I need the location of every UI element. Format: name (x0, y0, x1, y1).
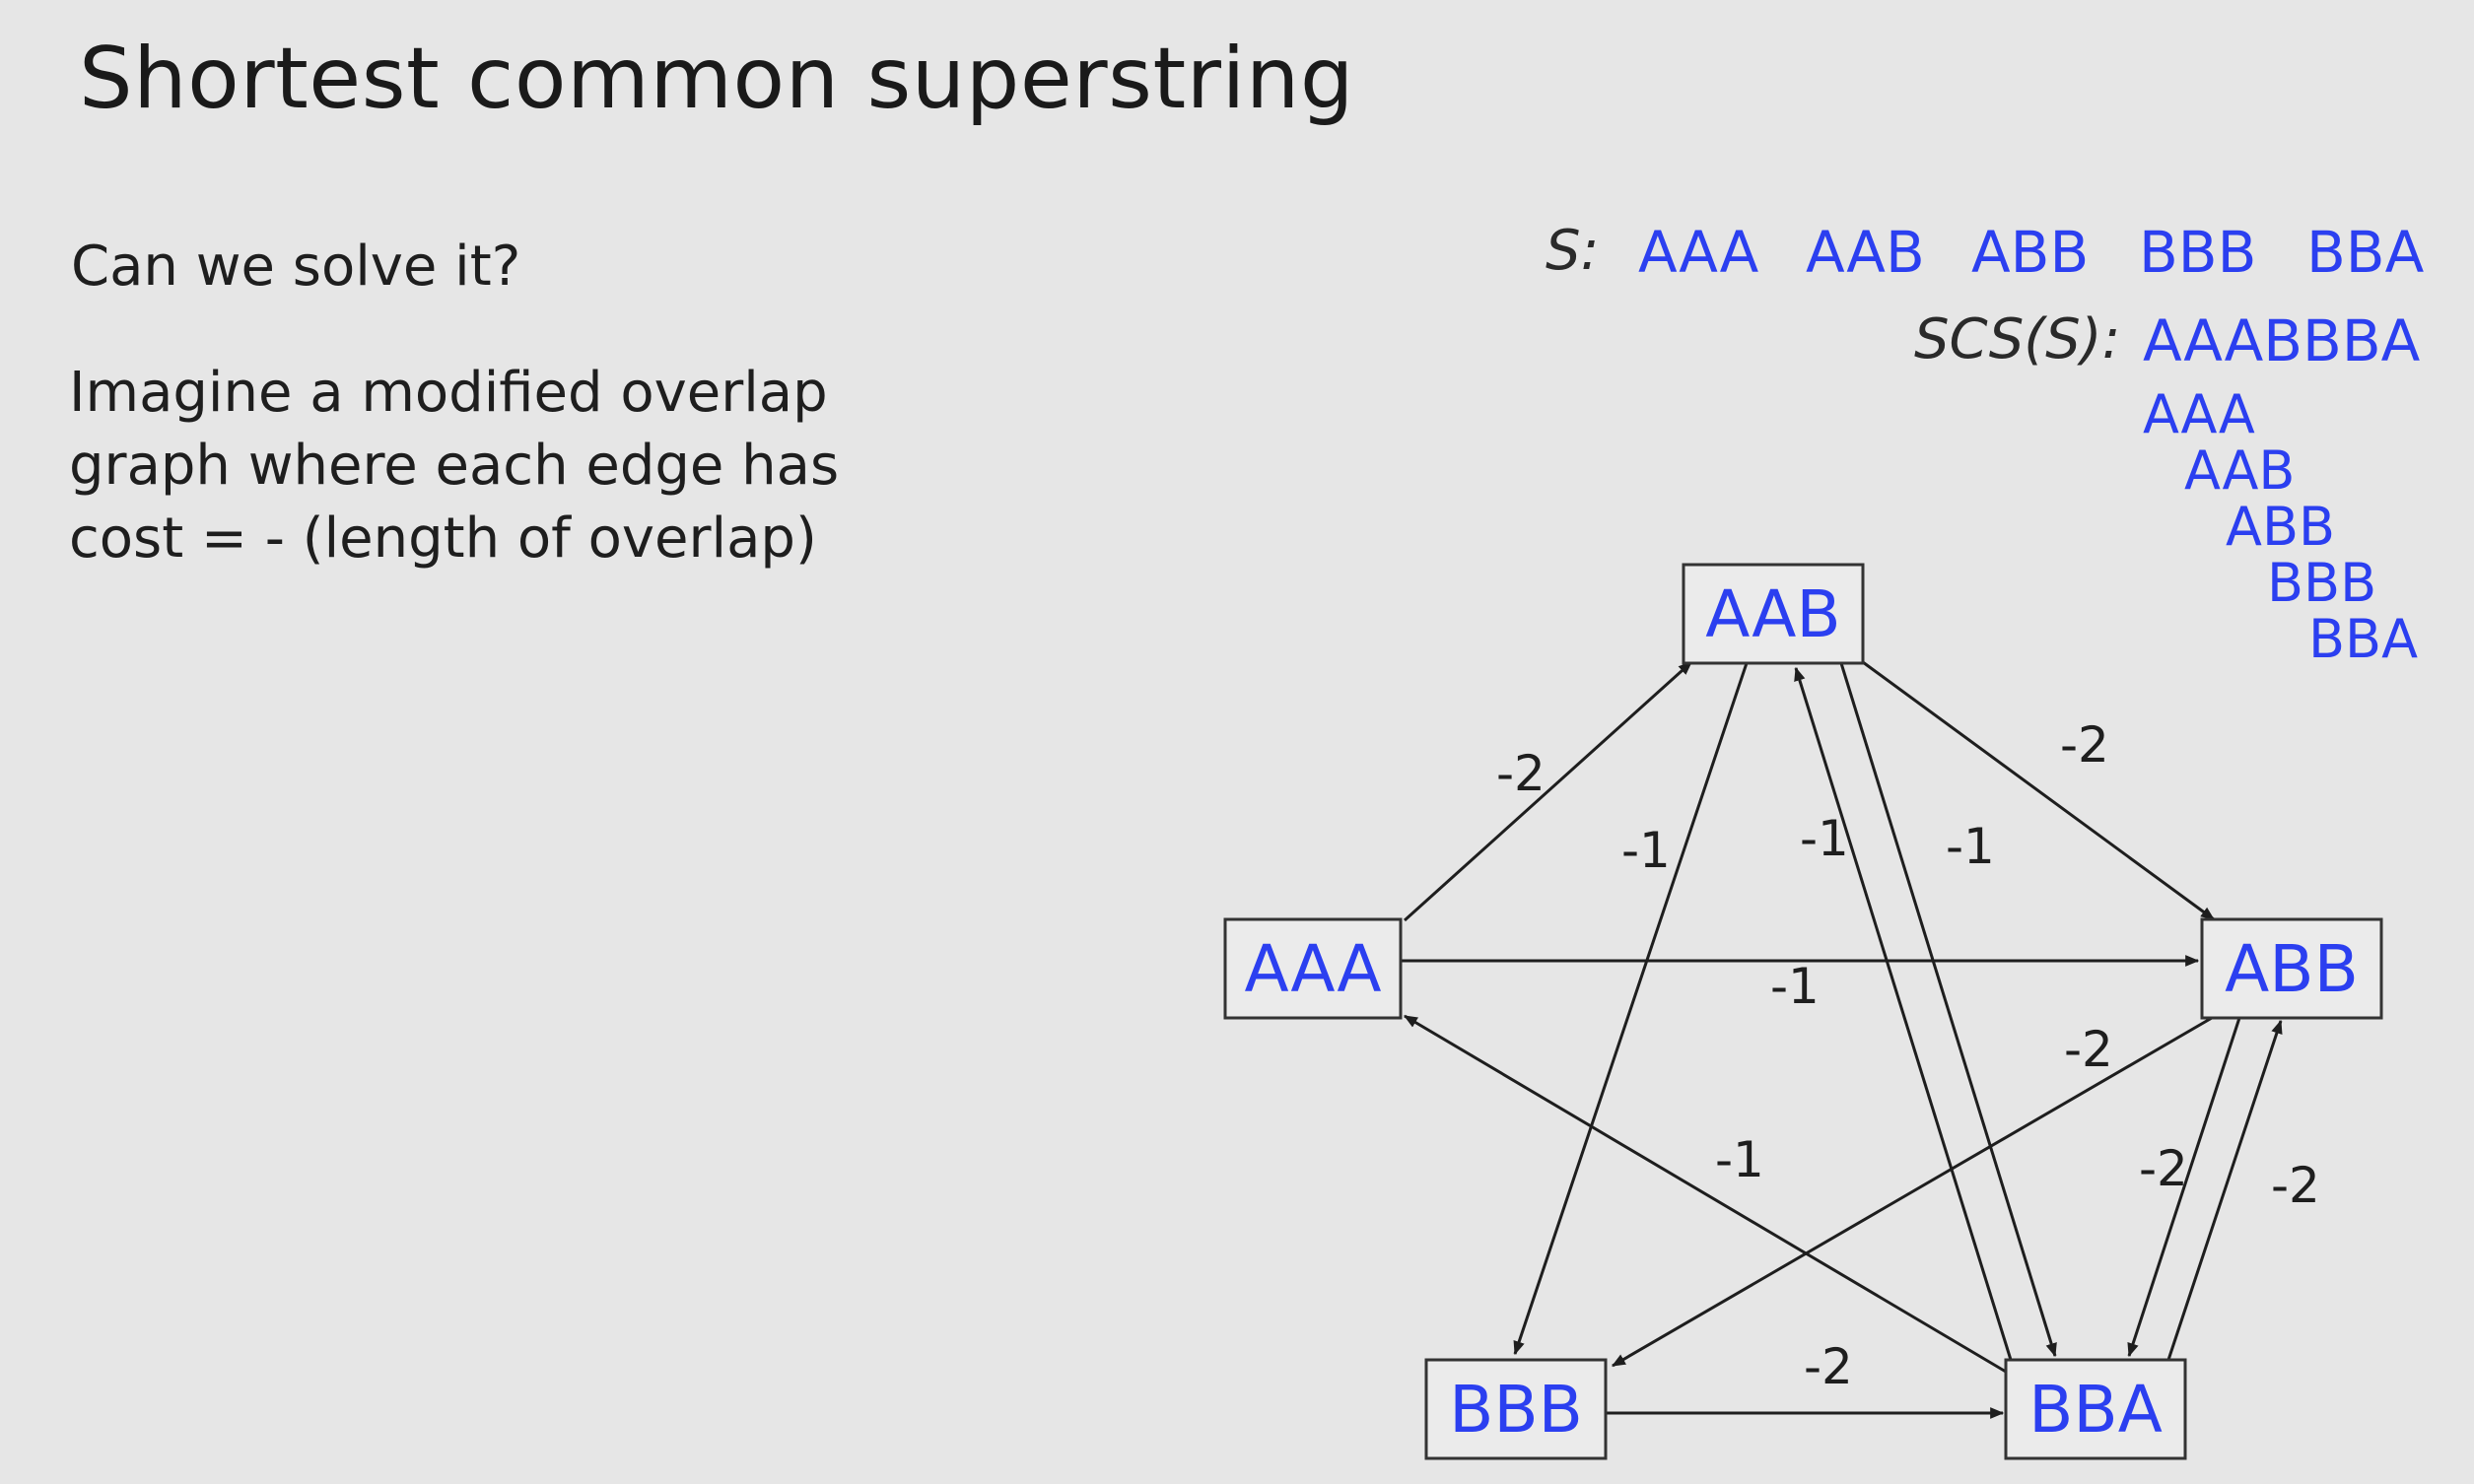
node-box (1223, 917, 1403, 1020)
question-text: Can we solve it? (71, 235, 521, 299)
edge-label: -1 (1946, 818, 1995, 875)
node-bbb: BBB (1424, 1358, 1608, 1460)
node-aab: AAB (1682, 563, 1865, 665)
alignment-row: BBA (2308, 608, 2419, 670)
edge-bba-to-aaa (1403, 1014, 2007, 1374)
set-item: AAA (1638, 219, 1759, 286)
edge-label: -2 (2060, 716, 2109, 774)
node-box (2200, 917, 2383, 1020)
edge-aaa-to-aab (1403, 660, 1693, 922)
edge-aab-to-abb (1862, 660, 2215, 921)
edge-label: -2 (2064, 1021, 2113, 1078)
edge-label: -1 (1800, 810, 1849, 867)
description-line: graph where each edge has (69, 434, 840, 498)
edge-bba-to-aab (1794, 666, 2013, 1361)
alignment-row: AAB (2184, 439, 2296, 502)
edge-label: -2 (1804, 1338, 1853, 1395)
edge-abb-to-bba (2127, 1017, 2241, 1358)
edge-label: -1 (1770, 958, 1820, 1015)
alignment-row: ABB (2226, 496, 2336, 558)
node-box (1424, 1358, 1608, 1460)
edge-abb-to-bbb (1611, 1016, 2213, 1368)
edge-label: -2 (2271, 1157, 2320, 1214)
node-label: ABB (2225, 931, 2359, 1007)
set-item: BBA (2306, 219, 2425, 286)
scs-label: SCS(S): (1914, 307, 2121, 371)
node-box (2004, 1358, 2187, 1460)
description-line: Imagine a modified overlap (69, 361, 828, 425)
node-bba: BBA (2004, 1358, 2187, 1460)
node-abb: ABB (2200, 917, 2383, 1020)
set-label: S: (1546, 219, 1600, 283)
node-box (1682, 563, 1865, 665)
slide-title: Shortest common superstring (79, 30, 1355, 128)
edge-label: -1 (1715, 1131, 1764, 1188)
edge-aab-to-bbb (1513, 662, 1749, 1356)
edge-label: -2 (1496, 745, 1546, 802)
edge-aab-to-bba (1839, 662, 2057, 1358)
node-label: AAA (1244, 931, 1381, 1007)
set-item: AAB (1806, 219, 1925, 286)
description-line: cost = - (length of overlap) (69, 506, 817, 571)
alignment-row: AAA (2143, 383, 2255, 445)
alignment-row: BBB (2267, 552, 2377, 614)
node-label: AAB (1705, 576, 1840, 652)
node-aaa: AAA (1223, 917, 1403, 1020)
description-text: Imagine a modified overlap graph where e… (69, 357, 839, 575)
edge-bba-to-abb (2166, 1019, 2283, 1361)
set-item: ABB (1971, 219, 2090, 286)
edge-label: -2 (2139, 1140, 2188, 1197)
node-label: BBA (2028, 1372, 2163, 1448)
node-label: BBB (1449, 1372, 1583, 1448)
set-item: BBB (2139, 219, 2257, 286)
scs-value: AAABBBA (2143, 307, 2421, 374)
edge-label: -1 (1621, 822, 1671, 879)
